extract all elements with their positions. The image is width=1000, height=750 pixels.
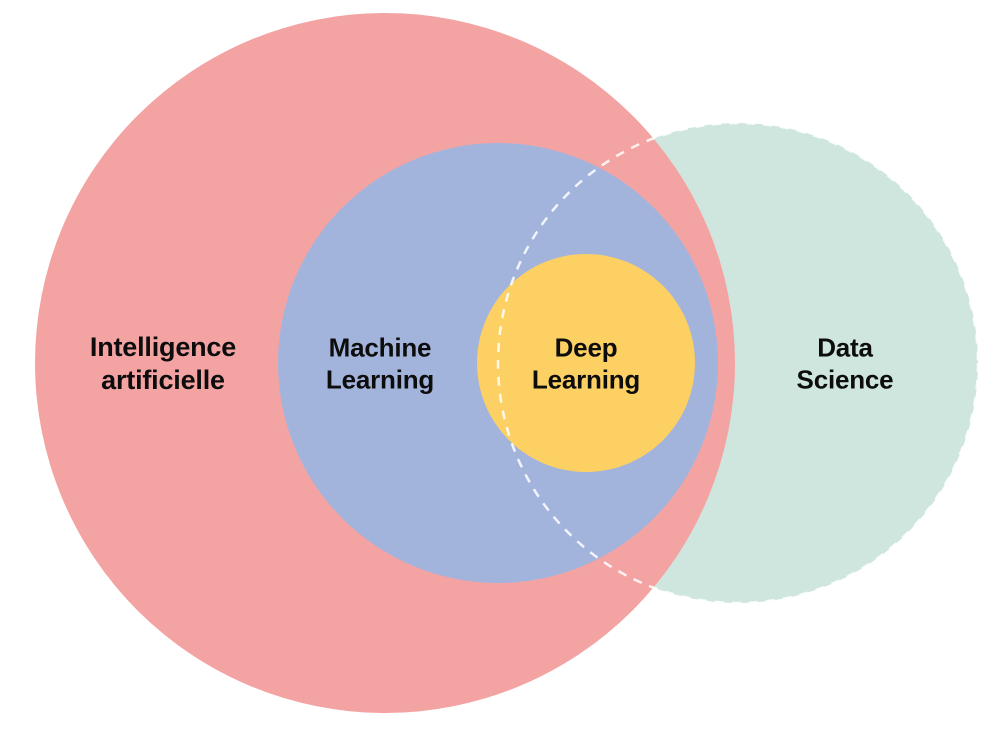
circle-deep-learning[interactable] [477,254,695,472]
data-science-hidden-boundary-arc [496,121,980,605]
